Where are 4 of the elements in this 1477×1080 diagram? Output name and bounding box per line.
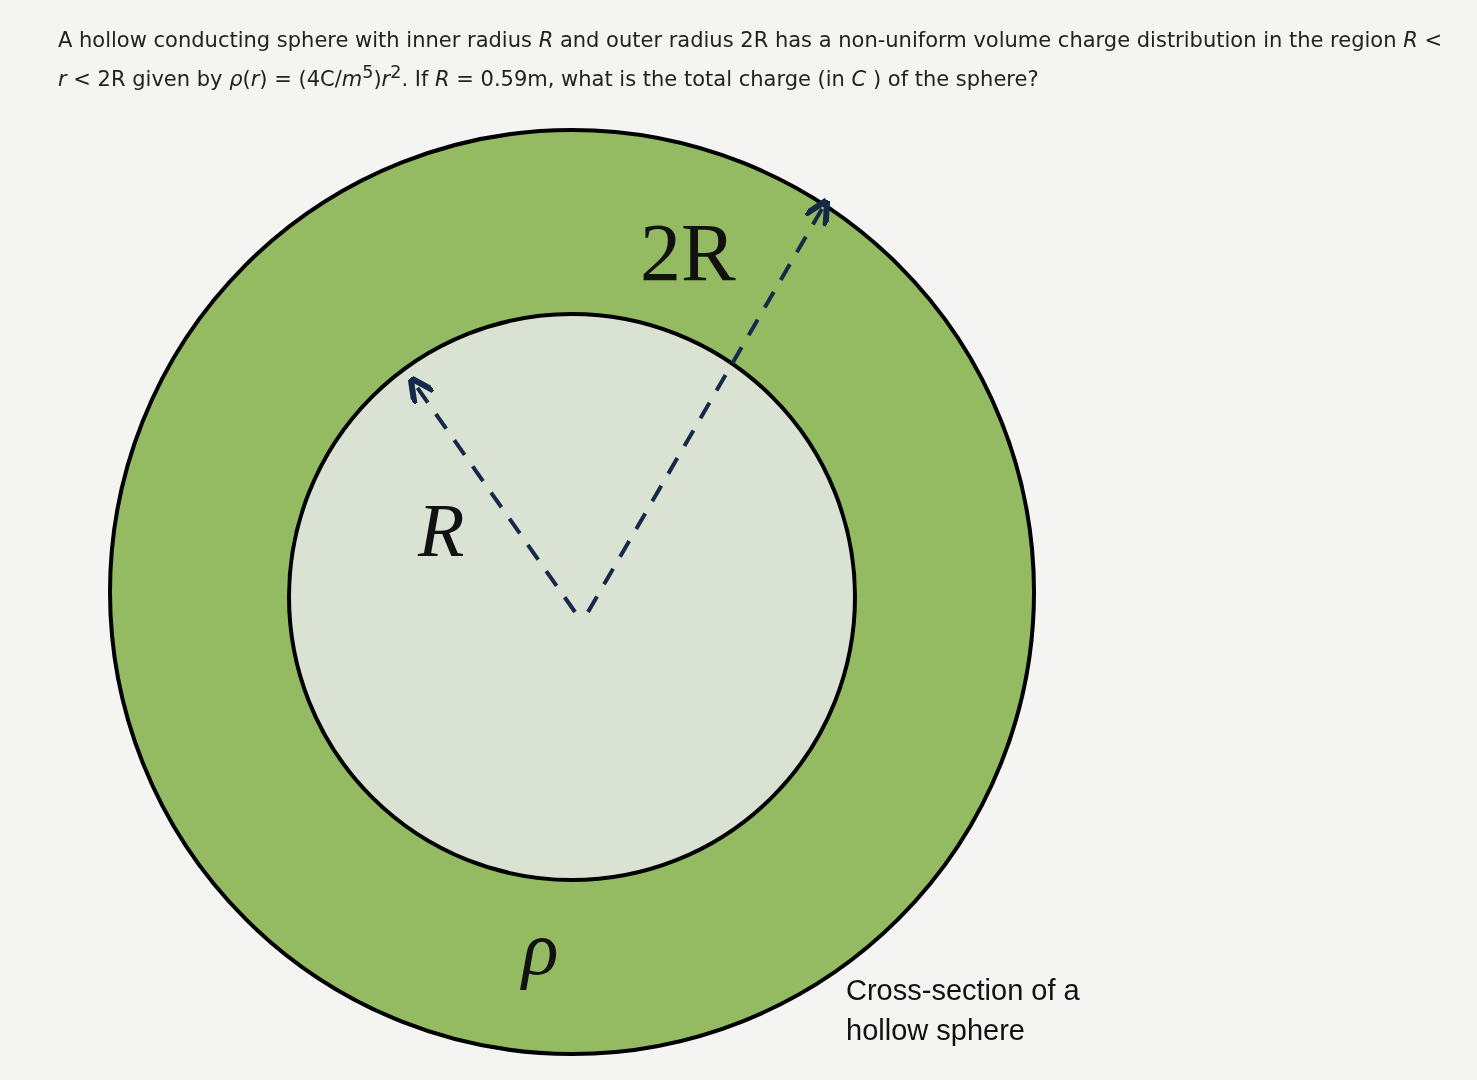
dimension-label: 2R: [640, 212, 736, 294]
question-text: A hollow conducting sphere with inner radius R and outer radius 2R has a non-uniform volume charge distribution in the region R < r < 2R given by ρ(r) = (4C/m$^{5}$)r$^{2}$. If R = 0.59m, what is the total charge (in C ) of the sphere?: [58, 27, 1444, 93]
dimension-label: R: [418, 492, 465, 568]
figure-caption: Cross-section of a hollow sphere: [846, 973, 1081, 1048]
